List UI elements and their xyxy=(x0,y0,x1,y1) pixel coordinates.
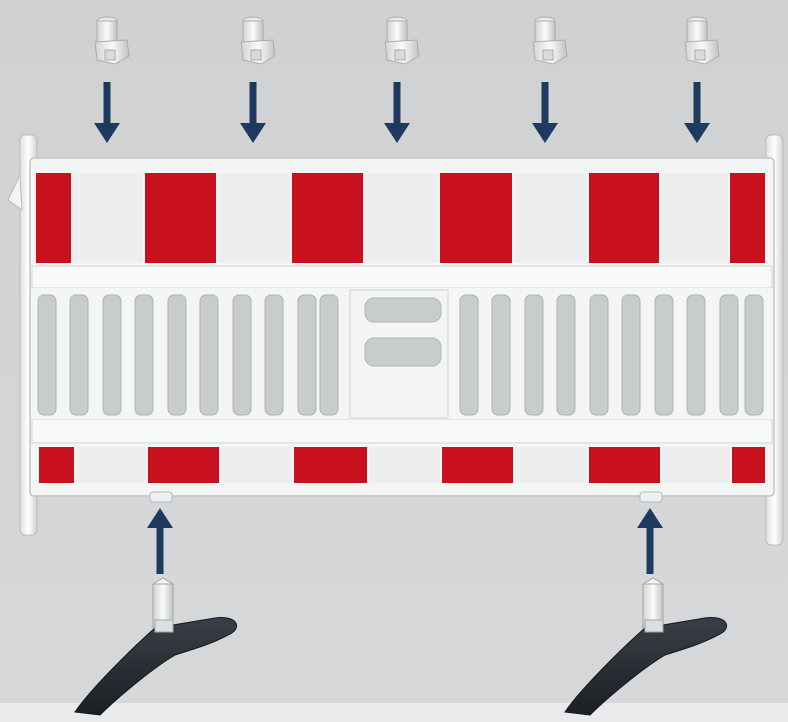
coupling-clip-icon xyxy=(384,16,420,65)
top-warning-panel xyxy=(34,171,767,265)
coupling-clip-icon xyxy=(532,16,568,65)
slat-opening xyxy=(319,294,339,416)
down-arrow-icon xyxy=(684,82,710,143)
slat-opening xyxy=(37,294,57,416)
slat-opening xyxy=(134,294,154,416)
slat-opening xyxy=(102,294,122,416)
lower-rail xyxy=(31,418,773,444)
red-stripe xyxy=(37,445,76,485)
red-stripe xyxy=(730,445,767,485)
red-stripe xyxy=(728,171,767,265)
up-arrow-icon xyxy=(147,508,173,574)
left-hook xyxy=(7,174,23,212)
down-arrow-icon xyxy=(94,82,120,143)
barrier-feet xyxy=(74,491,728,716)
slat-opening xyxy=(686,294,706,416)
slat-opening xyxy=(621,294,641,416)
white-stripe xyxy=(513,445,589,485)
red-stripe xyxy=(143,171,218,265)
coupling-clip-icon xyxy=(684,16,720,65)
slat-opening xyxy=(744,294,764,416)
white-stripe xyxy=(363,171,440,265)
slat-opening xyxy=(459,294,479,416)
handle-slot-upper xyxy=(364,297,442,323)
slat-opening xyxy=(167,294,187,416)
down-arrow-icon xyxy=(384,82,410,143)
slat-opening xyxy=(199,294,219,416)
red-stripe xyxy=(440,445,515,485)
white-stripe xyxy=(219,445,294,485)
barrier-foot-icon xyxy=(564,577,728,716)
white-stripe xyxy=(512,171,589,265)
handle-slot-lower xyxy=(364,337,442,367)
down-arrow-icon xyxy=(240,82,266,143)
red-stripe xyxy=(587,171,661,265)
white-stripe xyxy=(74,445,148,485)
slat-opening xyxy=(719,294,739,416)
red-stripe xyxy=(146,445,221,485)
slat-opening xyxy=(491,294,511,416)
up-arrow-icon xyxy=(637,508,663,574)
slat-opening xyxy=(524,294,544,416)
red-stripe xyxy=(292,445,369,485)
upper-rail xyxy=(31,265,773,289)
white-stripe xyxy=(216,171,292,265)
slat-opening xyxy=(556,294,576,416)
floor-strip xyxy=(0,703,788,722)
red-stripe xyxy=(438,171,514,265)
barrier-foot-icon xyxy=(74,577,238,716)
red-stripe xyxy=(587,445,662,485)
white-stripe xyxy=(71,171,145,265)
white-stripe xyxy=(659,171,730,265)
slat-opening xyxy=(589,294,609,416)
slat-opening xyxy=(297,294,317,416)
white-stripe xyxy=(367,445,442,485)
white-stripe xyxy=(660,445,732,485)
slat-opening xyxy=(264,294,284,416)
traffic-barrier xyxy=(7,134,784,546)
red-stripe xyxy=(34,171,73,265)
down-arrow-icon xyxy=(532,82,558,143)
slat-opening xyxy=(654,294,674,416)
slat-opening xyxy=(232,294,252,416)
coupling-clip-icon xyxy=(94,16,130,65)
coupling-clip-icon xyxy=(240,16,276,65)
top-connectors xyxy=(94,16,720,143)
slat-opening xyxy=(69,294,89,416)
bottom-warning-panel xyxy=(37,445,767,485)
red-stripe xyxy=(290,171,365,265)
